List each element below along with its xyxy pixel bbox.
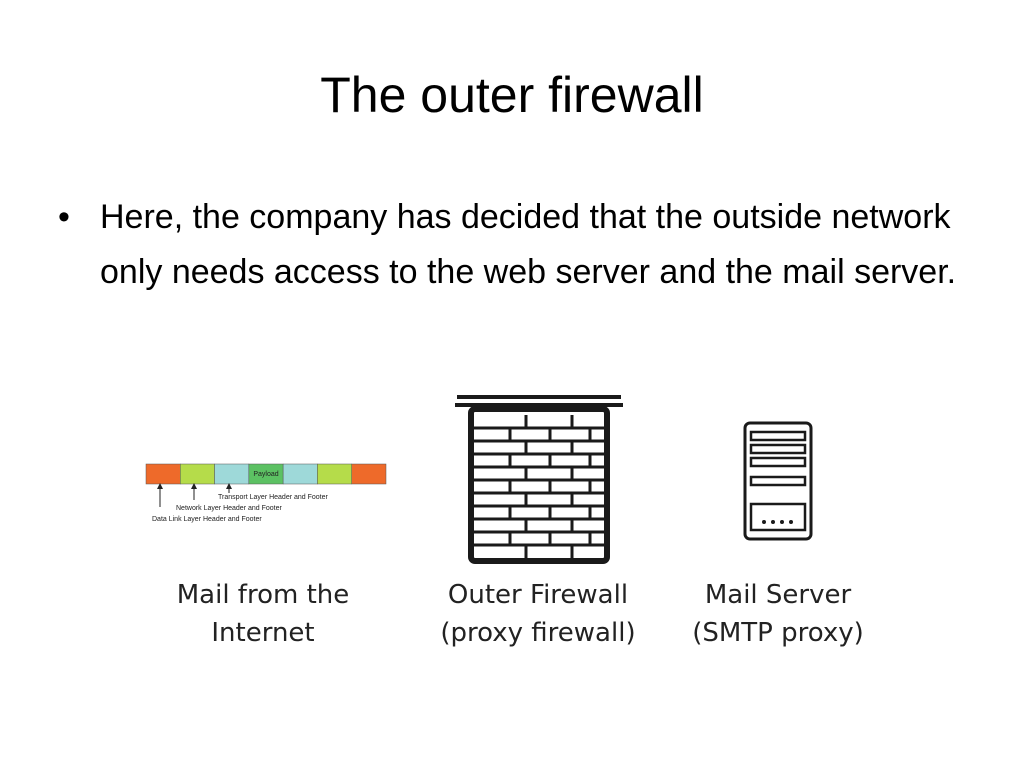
datalink-annotation: Data Link Layer Header and Footer — [152, 516, 262, 523]
server-tower-icon — [743, 421, 813, 541]
packet-segment — [351, 463, 387, 485]
packet-payload-label: Payload — [253, 471, 278, 478]
packet-segment — [214, 463, 250, 485]
packet-segment — [282, 463, 318, 485]
packet-segment — [180, 463, 215, 485]
transport-arrowhead — [226, 483, 232, 489]
packet-segment — [317, 463, 352, 485]
brick-wall-firewall-icon — [455, 395, 623, 564]
bullet-item: • Here, the company has decided that the… — [58, 190, 978, 300]
network-arrowhead — [191, 483, 197, 489]
datalink-arrowhead — [157, 483, 163, 489]
transport-annotation: Transport Layer Header and Footer — [218, 494, 329, 501]
caption-mail-server: Mail Server (SMTP proxy) — [692, 580, 864, 648]
slide-title: The outer firewall — [320, 67, 704, 123]
network-annotation: Network Layer Header and Footer — [176, 505, 282, 512]
caption-mail-from-internet: Mail from the Internet — [176, 580, 350, 648]
packet-segment — [145, 463, 181, 485]
packet-diagram: Payload Transport Layer Header and Foote… — [145, 463, 387, 523]
bullet-marker: • — [58, 198, 70, 236]
bullet-text: Here, the company has decided that the o… — [100, 198, 957, 291]
caption-outer-firewall: Outer Firewall (proxy firewall) — [440, 580, 636, 648]
